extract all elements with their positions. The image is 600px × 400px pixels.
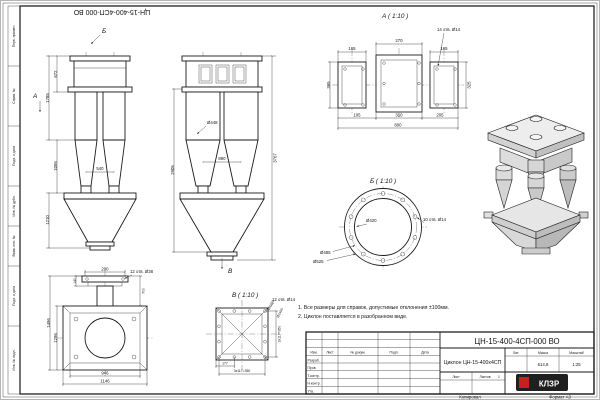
stamp-sheet-label: Лист (452, 375, 460, 379)
ref-label-1: Ø1200 (267, 299, 275, 310)
dim-1095: 1095 (53, 161, 58, 171)
holes-callout-38: 12 отв. Ø38 (130, 269, 154, 274)
section-b-title: Б ( 1:10 ) (370, 178, 396, 185)
dim-105: 105 (353, 113, 361, 118)
margin-label: Взам. инв. № (12, 235, 16, 256)
stamp-mass-label: Масса (538, 351, 548, 355)
dim-165-right: 165 (440, 46, 448, 51)
dim-270: 270 (395, 38, 403, 43)
margin-label: Инв. № подл. (12, 349, 16, 370)
dim-890: 890 (218, 156, 226, 161)
dim-diam-420: Ø420 (366, 218, 377, 223)
dim-800: 800 (394, 123, 402, 128)
margin-label: Справ. № (12, 88, 16, 104)
dim-pitch-h: 3х117=350 (234, 369, 251, 373)
stamp-logo: КЛЗР (516, 374, 568, 391)
kopiroval-label: Копировал (459, 395, 481, 400)
top-document-code: ЦН-15-400-4СП-000 ВО (73, 8, 150, 15)
dim-672: 672 (53, 70, 58, 78)
section-a-title: А ( 1:10 ) (381, 13, 408, 20)
dim-325: 325 (467, 81, 472, 89)
dim-3767: 3767 (273, 153, 278, 163)
technical-notes: 1. Все размеры для справок, допустимые о… (298, 305, 449, 320)
note-line-1: 1. Все размеры для справок, допустимые о… (298, 305, 449, 311)
stamp-row-nkontr: Н.контр. (308, 382, 321, 386)
format-label: Формат А3 (549, 395, 571, 400)
margin-label: Перв. примен. (12, 25, 16, 48)
stamp-row-prov: Пров. (308, 366, 317, 370)
holes-callout-12: 12 отв. Ø14 (272, 297, 296, 302)
dim-pitch-v: 3х117=350 (278, 326, 282, 343)
holes-callout-10: 10 отв. Ø14 (423, 217, 447, 222)
side-view: Ø448 890 2905 3767 В (170, 52, 278, 275)
view-arrow-label-b: Б (102, 28, 106, 35)
margin-label: Подп. и дата (12, 286, 16, 306)
stamp-scale-label: Масштаб (569, 351, 584, 355)
dim-diam-448: Ø448 (207, 120, 218, 125)
dim-165-left: 165 (348, 46, 356, 51)
dim-177: 177 (222, 362, 228, 366)
note-line-2: 2. Циклон поставляется в разобранном вид… (298, 314, 407, 320)
stamp-row-razrab: Разраб. (308, 358, 320, 362)
dim-2905: 2905 (170, 165, 175, 175)
dim-diam-525: Ø525 (313, 259, 324, 264)
stamp-col-data: Дата (421, 351, 429, 355)
dim-1496: 1496 (46, 318, 51, 328)
section-v-title: В ( 1:10 ) (232, 292, 258, 299)
dim-1210: 1210 (45, 215, 50, 225)
dim-140: 140 (73, 278, 77, 284)
stamp-col-izm: Изм. (310, 351, 317, 355)
stamp-col-list: Лист (326, 351, 334, 355)
stamp-mass-value: 614,8 (538, 362, 549, 367)
dim-1146: 1146 (100, 379, 110, 384)
view-arrow-label-a: А (32, 93, 37, 100)
dim-1785: 1785 (45, 93, 50, 103)
view-arrow-label-v: В (228, 268, 233, 275)
ref-label-2: Ø1400 (276, 307, 284, 318)
dim-540: 540 (96, 166, 104, 171)
front-view: Б А 672 1785 1095 1210 540 (32, 28, 137, 251)
dim-1296: 1296 (53, 333, 58, 343)
margin-label: Подп. и дата (12, 146, 16, 166)
base-view: 200 140 12 отв. Ø38 700 1496 1296 94 (46, 267, 154, 386)
dim-200: 200 (101, 267, 109, 272)
section-a-view: А ( 1:10 ) 270 165 165 14 отв. Ø14 (326, 13, 472, 130)
isometric-view (483, 114, 589, 255)
below-frame-labels: Копировал Формат А3 (459, 395, 571, 400)
stamp-col-podp: Подп. (389, 351, 398, 355)
stamp-logo-text: КЛЗР (539, 380, 559, 389)
stamp-document-code: ЦН-15-400-4СП-000 ВО (474, 337, 559, 346)
stamp-row-tkontr: Т.контр. (308, 374, 320, 378)
dim-310: 310 (395, 113, 403, 118)
holes-callout-14: 14 отв. Ø14 (437, 27, 461, 32)
dim-diam-485: Ø485 (320, 250, 331, 255)
section-b-view: Б ( 1:10 ) Ø420 Ø485 Ø525 10 отв. Ø14 (313, 178, 447, 270)
dim-365: 365 (326, 81, 331, 89)
stamp-sheets-label: Листов (479, 375, 490, 379)
stamp-lit-label: Лит. (513, 351, 519, 355)
dim-700: 700 (142, 288, 146, 294)
title-block: ЦН-15-400-4СП-000 ВО Лит. Масса Масштаб … (305, 331, 595, 395)
stamp-col-doc: № докум. (351, 351, 366, 355)
stamp-sheets-value: 1 (498, 375, 500, 379)
stamp-scale-value: 1:25 (572, 362, 581, 367)
stamp-part-name: Циклон ЦН-15-400х4СП (444, 360, 502, 366)
dim-205: 205 (436, 113, 444, 118)
margin-label: Инв. № дубл. (12, 195, 16, 216)
stamp-row-utv: Утв. (308, 389, 315, 393)
dim-946: 946 (101, 371, 109, 376)
section-v-view: В ( 1:10 ) 12 отв. Ø14 Ø1200 Ø1400 177 3… (206, 292, 296, 376)
